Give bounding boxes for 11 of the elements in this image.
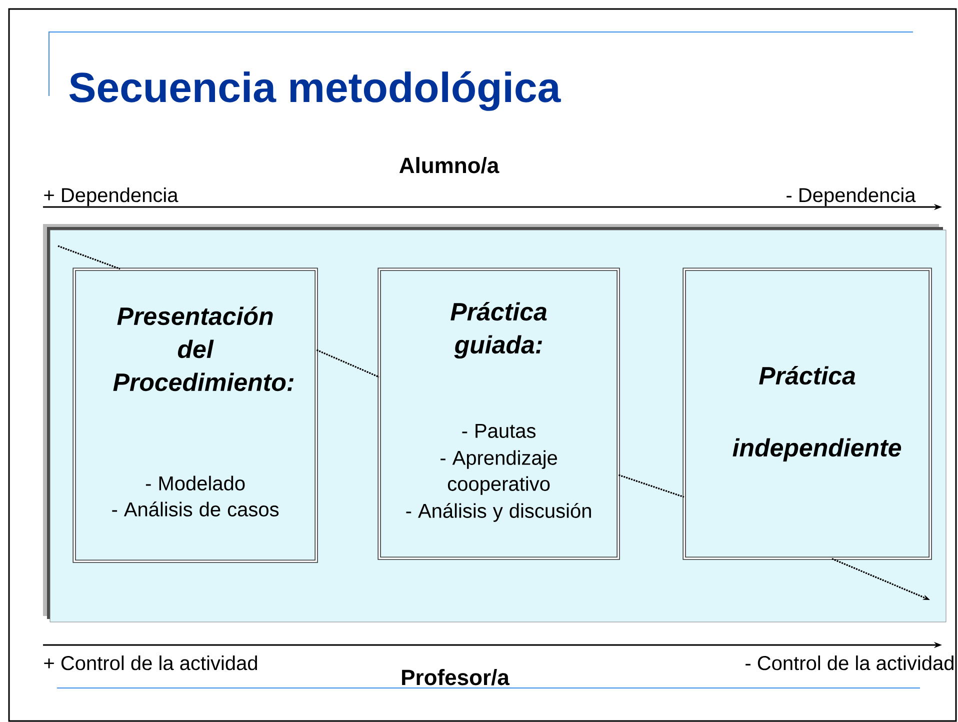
text-box: Práctica independiente: [682, 268, 932, 560]
title: Secuencia metodológica: [69, 71, 561, 111]
text-box: Práctica guiada: - Pautas - Aprendizaje cooperativo - Análisis y discusión: [378, 268, 620, 560]
text-box: Presentación del Procedimiento: - Modelado - Análisis de casos: [72, 268, 318, 563]
panel: [43, 224, 946, 622]
axis-label: Alumno/a: [399, 157, 500, 174]
axis-end-label: + Control de la actividad: [44, 656, 257, 670]
axis-end-label: - Dependencia: [786, 188, 916, 206]
axis-end-label: + Dependencia: [44, 188, 178, 206]
axis-label: Profesor/a: [402, 669, 510, 686]
axis-end-label: - Control de la actividad: [746, 656, 954, 670]
